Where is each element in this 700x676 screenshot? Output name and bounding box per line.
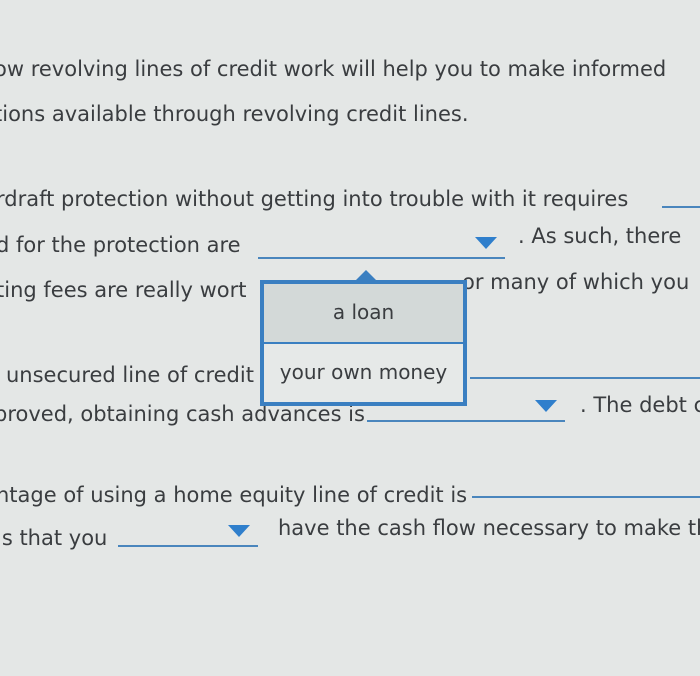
blank-requires[interactable] — [662, 206, 700, 208]
dropdown-protection-funds[interactable] — [258, 231, 505, 259]
dropdown-cash-advances[interactable] — [367, 394, 565, 422]
dropdown-arrow-icon — [228, 525, 250, 537]
cash-flow-text: have the cash flow necessary to make th — [278, 516, 700, 540]
option-a-loan[interactable]: a loan — [264, 284, 463, 344]
debt-text: . The debt c — [580, 393, 700, 417]
blank-home-equity[interactable] — [472, 496, 700, 498]
as-such-text: . As such, there — [518, 224, 682, 248]
protection-text: d for the protection are — [0, 233, 241, 257]
fees-text: ting fees are really wort — [0, 278, 247, 302]
dropdown-arrow-icon — [535, 400, 557, 412]
blank-unsecured[interactable] — [470, 377, 700, 379]
question-intro-line1: ow revolving lines of credit work will h… — [0, 57, 667, 81]
dropdown-arrow-icon — [475, 237, 497, 249]
is-that-you-text: is that you — [0, 526, 108, 550]
dropdown-cash-flow[interactable] — [118, 519, 258, 547]
option-your-own-money[interactable]: your own money — [279, 360, 448, 384]
cash-advances-text: proved, obtaining cash advances is — [0, 402, 365, 426]
overdraft-text: rdraft protection without getting into t… — [0, 187, 629, 211]
popup-caret — [354, 270, 378, 282]
unsecured-text: unsecured line of credit — [6, 363, 254, 387]
dropdown-options-popup: a loan your own money — [260, 270, 467, 406]
many-of-which-text: or many of which you — [462, 270, 690, 294]
question-intro-line2: tions available through revolving credit… — [0, 102, 469, 126]
home-equity-text: ntage of using a home equity line of cre… — [0, 483, 468, 507]
